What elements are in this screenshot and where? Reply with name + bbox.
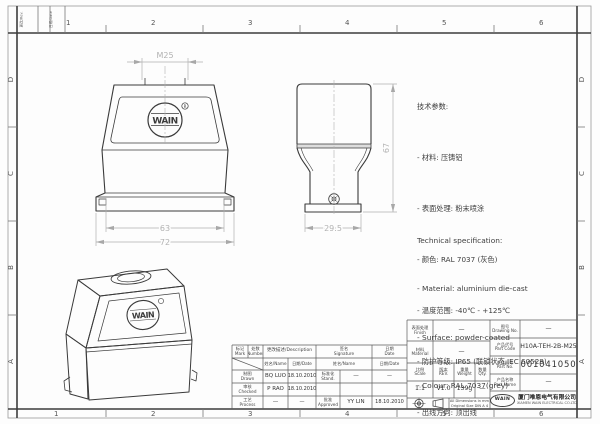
sig-row-checked-name: P RAO: [267, 385, 284, 392]
zone-number: 4: [345, 19, 350, 27]
front-logo-text: WAIN: [152, 117, 177, 127]
sig-row-approved-date: 18.10.2010: [375, 398, 404, 405]
dim-label-63: 63: [160, 224, 170, 233]
zone-number: 5: [442, 410, 447, 418]
tb-material-value: —: [458, 347, 465, 355]
sig-sub-name-left: 姓名/Name: [264, 360, 287, 366]
spec-en-title: Technical specification:: [417, 236, 503, 245]
tb-company: WAIN 厦门唯恩电气有限公司 XIAMEN WAIN ELECTRICAL C…: [490, 391, 577, 409]
title-block-grid: [406, 319, 577, 409]
spec-chinese: 技术参数: - 材料: 压铸铝 - 表面处理: 粉末喷涂 - 颜色: RAL 7…: [417, 102, 547, 417]
revision-strip-label: 日期/Date: [49, 11, 53, 28]
sig-row-process-date: —: [299, 398, 305, 405]
zone-letter: B: [577, 265, 586, 270]
signature-table-grid: [231, 344, 407, 409]
tb-dimension-note: All Dimensions in mm Original Size DIN A…: [449, 399, 490, 408]
zone-number: 5: [442, 19, 447, 27]
iso-logo-text: WAIN: [132, 310, 155, 321]
sig-row-stand-name: —: [353, 372, 359, 379]
zone-number: 6: [539, 19, 544, 27]
zone-letter: D: [7, 76, 16, 83]
front-dimensions: [95, 58, 235, 246]
spec-cn-title: 技术参数:: [417, 102, 449, 111]
tb-part-code-value: H10A-TEH-2B-M25: [520, 342, 577, 350]
zone-letter: A: [577, 359, 586, 364]
tb-part-name-value: —: [545, 378, 552, 386]
zone-letter: D: [578, 76, 587, 83]
zone-letter: C: [577, 171, 586, 176]
dim-label-29-5: 29.5: [324, 224, 342, 233]
tb-part-no-value: 1100104105003: [520, 359, 577, 370]
sig-row-stand-date: —: [387, 372, 392, 379]
front-registered-mark: R: [184, 104, 187, 109]
sig-header-description: 更改描述/Description: [266, 348, 313, 354]
sig-sub-date-right: 日期/Date: [379, 360, 400, 366]
tb-finish-value: —: [458, 326, 465, 334]
sig-row-process-name: —: [272, 398, 279, 405]
zone-number: 1: [66, 19, 71, 27]
zone-letter: A: [6, 359, 15, 364]
sig-row-checked-date: 18.10.2010: [288, 385, 316, 392]
zone-number: 3: [248, 19, 253, 27]
zone-number: 1: [54, 410, 59, 418]
projection-symbol-circle-icon: [412, 397, 426, 410]
tb-qty-value: —: [479, 385, 486, 393]
sig-row-drawn-date: 18.10.2010: [288, 372, 316, 379]
zone-letter: C: [6, 171, 15, 176]
zone-number: 4: [345, 410, 350, 418]
sig-row-drawn-name: BQ LUO: [265, 372, 286, 379]
dim-label-72: 72: [160, 238, 170, 247]
sig-sub-name-right: 姓名/Name: [332, 360, 356, 366]
zone-number: 2: [151, 410, 156, 418]
sig-header-number: 处数Number: [248, 346, 263, 356]
revision-strip-label: 更改/Rev.: [19, 11, 24, 28]
iso-view: [63, 268, 198, 401]
dim-label-m25: M25: [156, 51, 173, 60]
zone-number: 6: [539, 410, 544, 418]
sig-sub-date-left: 日期/Date: [292, 360, 312, 366]
zone-ticks: [8, 6, 585, 417]
sheet-border: [7, 5, 592, 419]
dim-label-67: 67: [382, 143, 391, 153]
tb-scale-value: 1:1: [415, 385, 425, 393]
sig-row-approved-name: YY LIN: [347, 398, 365, 405]
projection-symbol-cone-icon: [432, 398, 444, 409]
zone-number: 2: [151, 19, 156, 27]
front-view: [95, 78, 235, 212]
tb-weight-value: 139g: [456, 385, 473, 393]
spec-english: Technical specification: - Material: alu…: [417, 198, 574, 424]
tb-drawing-no-value: —: [545, 324, 552, 332]
company-name: 厦门唯恩电气有限公司 XIAMEN WAIN ELECTRICAL CO.LTD: [517, 394, 577, 405]
zone-letter: B: [6, 265, 15, 270]
tb-rev-value: V1.0: [436, 385, 451, 393]
company-logo: WAIN: [490, 393, 515, 407]
zone-number: 3: [248, 410, 253, 418]
side-dimensions: [304, 80, 397, 232]
